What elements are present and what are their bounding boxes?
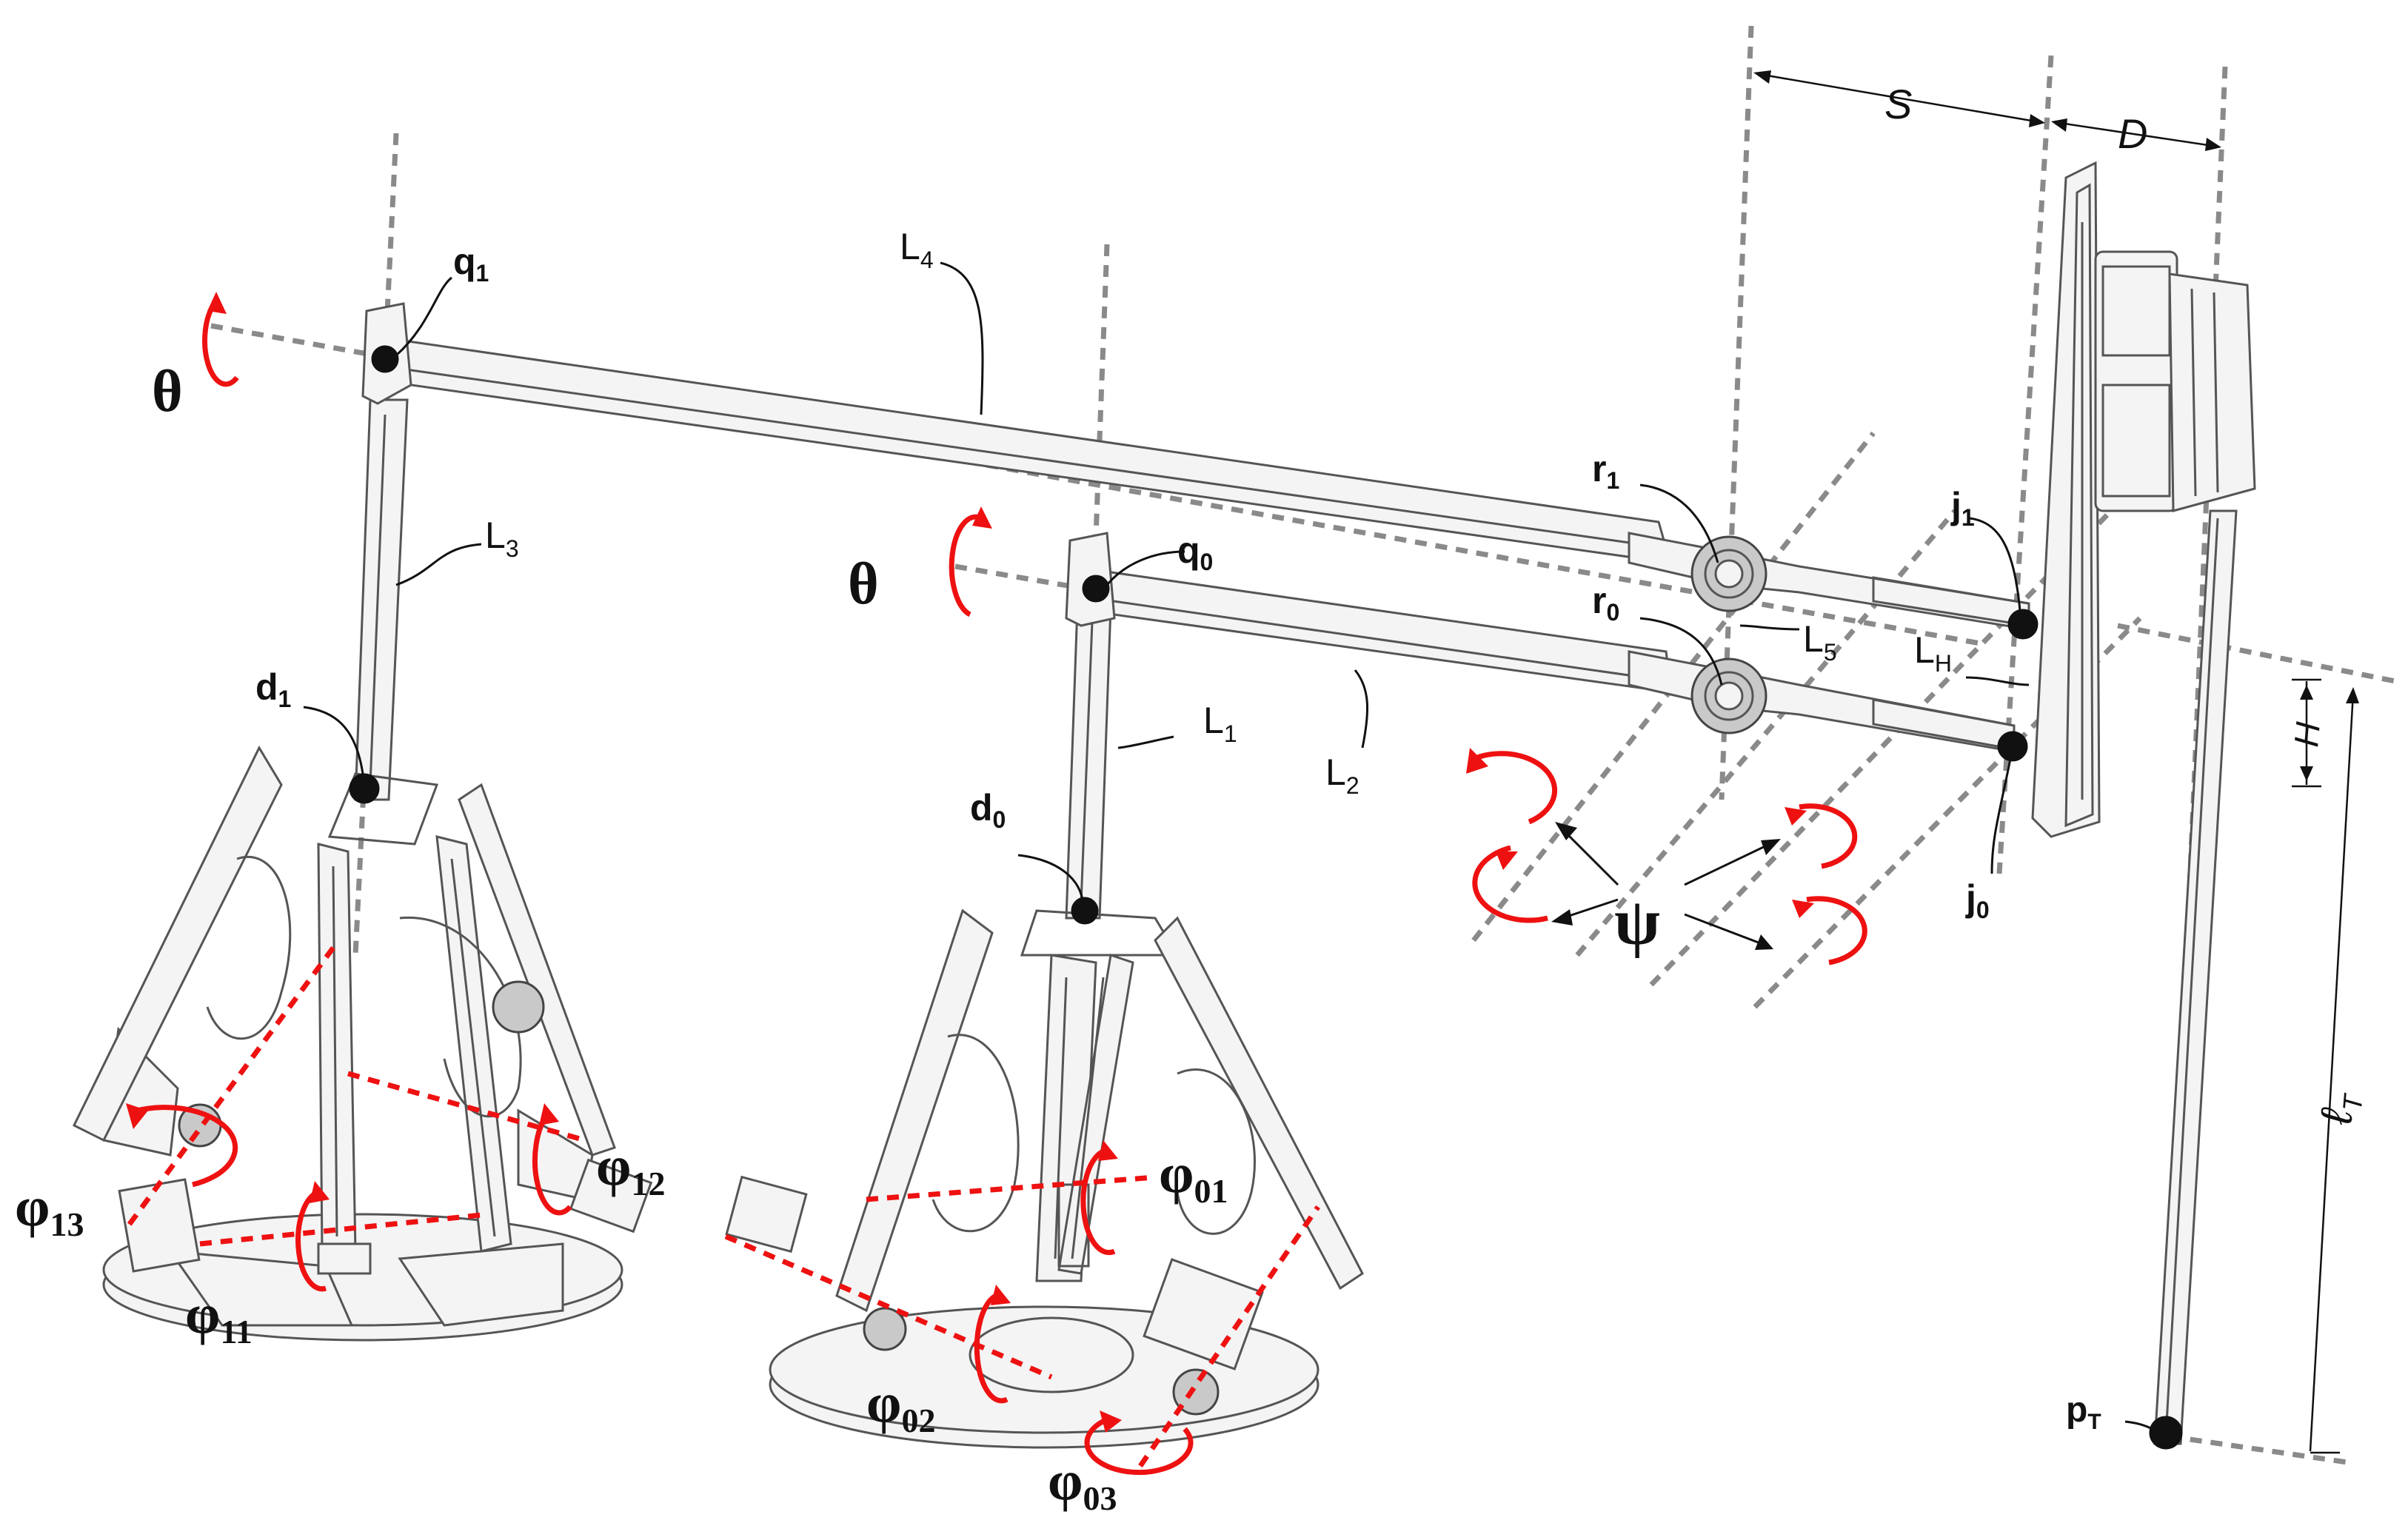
q0-joint xyxy=(1082,575,1110,603)
label-d1: d1 xyxy=(255,666,291,712)
label-lT: ℓT xyxy=(2311,1089,2369,1128)
vertical-link-L1 xyxy=(1065,532,1116,920)
label-j0: j0 xyxy=(1965,877,1990,923)
r-joints xyxy=(1690,535,1767,734)
label-q1: q1 xyxy=(453,241,489,287)
axis-H-top xyxy=(2117,623,2396,684)
label-phi01: φ01 xyxy=(1159,1142,1228,1210)
leader-lines xyxy=(303,261,2159,1434)
actuator-axes xyxy=(124,945,1320,1467)
label-phi02: φ02 xyxy=(866,1372,935,1439)
d1-joint xyxy=(349,773,380,804)
theta-mid-arc xyxy=(949,514,983,617)
phi01-arrowhead xyxy=(1098,1140,1118,1161)
text-labels: q1 q0 d1 d0 r1 r0 j1 j0 pT L4 L3 L1 L2 L… xyxy=(15,81,2369,1517)
label-L2: L2 xyxy=(1325,752,1359,799)
phi03-arrowhead xyxy=(1100,1410,1122,1433)
phi03-arc xyxy=(1084,1415,1194,1476)
label-phi12: φ12 xyxy=(596,1135,665,1202)
dimension-lines xyxy=(1753,70,2359,1454)
label-L3: L3 xyxy=(485,515,519,562)
label-S: S xyxy=(1884,81,1912,127)
upper-link-L4 xyxy=(372,335,1671,564)
d0-joint xyxy=(1071,897,1099,925)
phi13-arc xyxy=(136,1105,238,1188)
theta-mid-arrowhead xyxy=(972,506,992,529)
tool-shaft xyxy=(2153,509,2238,1445)
psi-arc-4-head xyxy=(1792,900,1814,918)
left-delta-base xyxy=(72,745,653,1342)
label-L1: L1 xyxy=(1203,700,1237,747)
joint-dots xyxy=(349,345,2183,1450)
label-r1: r1 xyxy=(1592,448,1619,494)
label-theta-left: θ xyxy=(152,359,183,424)
label-phi13: φ13 xyxy=(15,1176,84,1243)
theta-left-arrowhead xyxy=(207,292,227,314)
phi13-arrowhead xyxy=(126,1103,148,1129)
label-L5: L5 xyxy=(1803,618,1837,666)
label-theta-mid: θ xyxy=(848,552,879,617)
lower-link-L2 xyxy=(1094,569,1673,694)
axis-pT xyxy=(2169,1433,2348,1465)
pT-joint xyxy=(2149,1416,2183,1450)
psi-arc-1 xyxy=(1472,751,1557,825)
axis-psi-3 xyxy=(1649,486,2135,987)
middle-delta-base xyxy=(725,908,1364,1449)
psi-arc-4 xyxy=(1806,896,1867,965)
label-L4: L4 xyxy=(900,226,934,273)
label-LH: LH xyxy=(1914,629,1952,677)
psi-arc-1-head xyxy=(1466,748,1488,774)
phi02-arrowhead xyxy=(991,1285,1011,1305)
axis-psi-4 xyxy=(1753,616,2142,1009)
psi-arc-3-head xyxy=(1785,807,1807,826)
vertical-link-L3 xyxy=(354,302,412,801)
j1-joint xyxy=(2007,609,2039,640)
j0-joint xyxy=(1997,731,2028,762)
label-pT: pT xyxy=(2066,1390,2101,1434)
phi01-arc xyxy=(1080,1148,1116,1256)
label-r0: r0 xyxy=(1592,580,1619,626)
axis-left-vertical xyxy=(352,133,399,956)
psi-arc-2-head xyxy=(1496,851,1518,870)
rotation-arrows xyxy=(126,292,1867,1476)
label-D: D xyxy=(2118,110,2147,157)
phi11-arc xyxy=(295,1189,327,1292)
label-q0: q0 xyxy=(1177,529,1213,575)
right-mount-plate xyxy=(2031,161,2101,838)
phi12-arrowhead xyxy=(539,1103,559,1125)
label-psi: ψ xyxy=(1614,886,1660,959)
label-H: H xyxy=(2287,720,2327,748)
label-phi11: φ11 xyxy=(185,1283,252,1350)
q1-joint xyxy=(371,345,399,373)
label-d0: d0 xyxy=(970,787,1006,833)
axis-psi-1 xyxy=(1471,431,1876,943)
label-phi03: φ03 xyxy=(1048,1450,1117,1517)
theta-left-arc xyxy=(202,301,239,387)
motor-assembly xyxy=(2094,250,2256,512)
phi02-arc xyxy=(974,1293,1009,1404)
psi-arc-3 xyxy=(1799,803,1858,869)
label-j1: j1 xyxy=(1950,485,1975,531)
phi12-arc xyxy=(532,1112,572,1216)
phi11-arrowhead xyxy=(310,1181,330,1203)
psi-arc-2 xyxy=(1472,845,1548,923)
